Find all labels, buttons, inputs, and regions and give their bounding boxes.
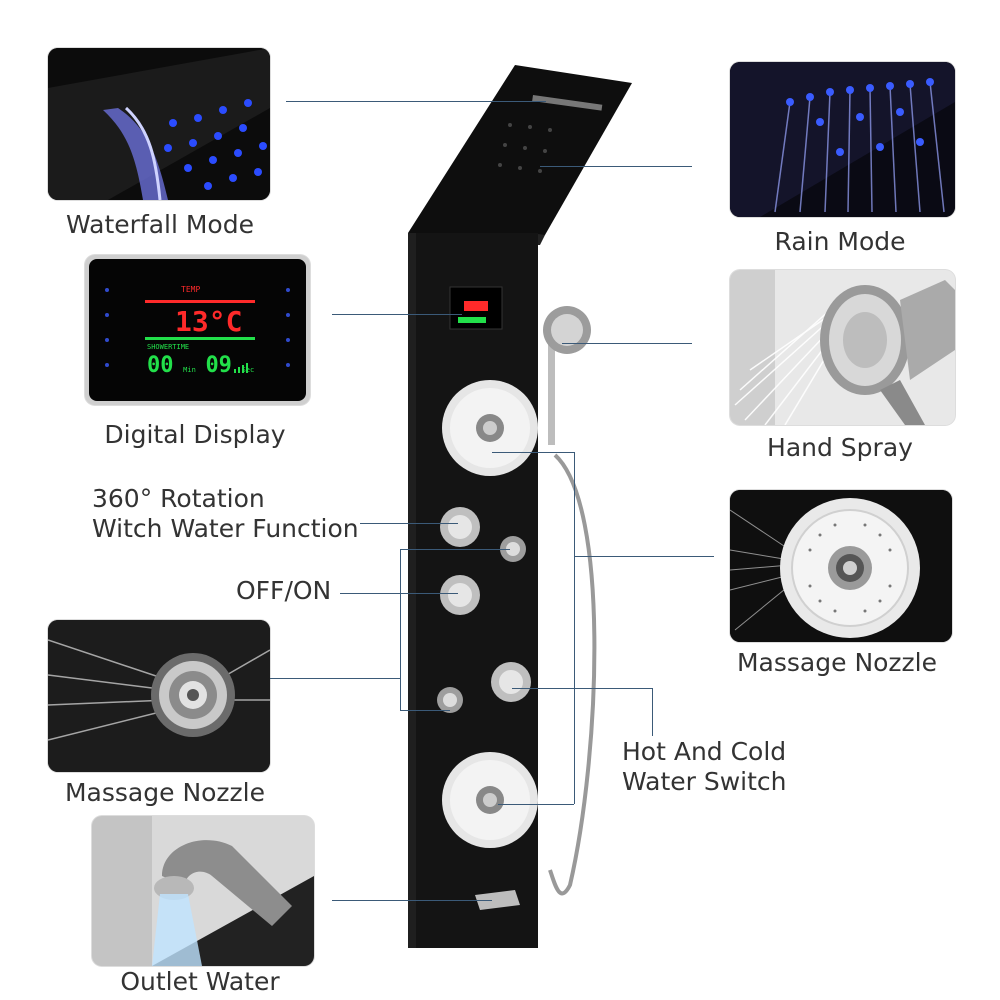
rain-mode-image [730, 62, 955, 217]
massage-nozzle-right-label: Massage Nozzle [736, 648, 938, 677]
display-temp-label: TEMP [181, 285, 201, 294]
display-temperature: 13°C [175, 305, 243, 338]
leader-outlet [332, 900, 492, 901]
leader-waterfall [286, 101, 546, 102]
leader-massage-right-h [574, 556, 714, 557]
massage-nozzle-right-image [730, 490, 952, 642]
display-timer-label: SHOWERTIME [147, 343, 190, 351]
hand-spray-label: Hand Spray [767, 433, 913, 462]
leader-display [332, 314, 462, 315]
leader-massage-bottom-h [498, 804, 574, 805]
hand-spray-image [730, 270, 955, 425]
leader-offon [340, 593, 458, 594]
leader-massage-left-bottom [400, 710, 450, 711]
hotcold-label-line2: Water Switch [622, 767, 787, 796]
massage-nozzle-left-image [48, 620, 270, 772]
waterfall-mode-label: Waterfall Mode [66, 210, 254, 239]
leader-massage-left-top [400, 549, 510, 550]
leader-hotcold-v [652, 688, 653, 736]
rain-mode-label: Rain Mode [774, 227, 906, 256]
leader-massage-left-h [270, 678, 400, 679]
massage-nozzle-left-label: Massage Nozzle [64, 778, 266, 807]
shower-panel [408, 65, 632, 948]
leader-massage-top-h [492, 452, 574, 453]
digital-display-label: Digital Display [104, 420, 286, 449]
display-minutes: 00 [147, 353, 174, 378]
leader-massage-left-v [400, 549, 401, 710]
rotation-label-line2: Witch Water Function [92, 514, 359, 543]
digital-display-image: TEMP 13°C SHOWERTIME 00 Min 09 Sec [85, 255, 310, 405]
waterfall-mode-image [48, 48, 270, 200]
leader-hotcold-h [512, 688, 652, 689]
leader-handspray [562, 343, 692, 344]
rotation-label-line1: 360° Rotation [92, 484, 265, 513]
leader-rotation [360, 523, 458, 524]
display-sec-unit: Sec [241, 366, 255, 374]
leader-rain [540, 166, 692, 167]
hotcold-label-line1: Hot And Cold [622, 737, 787, 766]
offon-label: OFF/ON [236, 576, 332, 605]
display-seconds: 09 [205, 353, 232, 378]
outlet-water-label: Outlet Water [120, 967, 280, 996]
leader-massage-right-v [574, 452, 575, 804]
display-timer: 00 Min 09 Sec [147, 353, 254, 378]
outlet-water-image [92, 816, 314, 966]
display-min-unit: Min [183, 366, 196, 374]
